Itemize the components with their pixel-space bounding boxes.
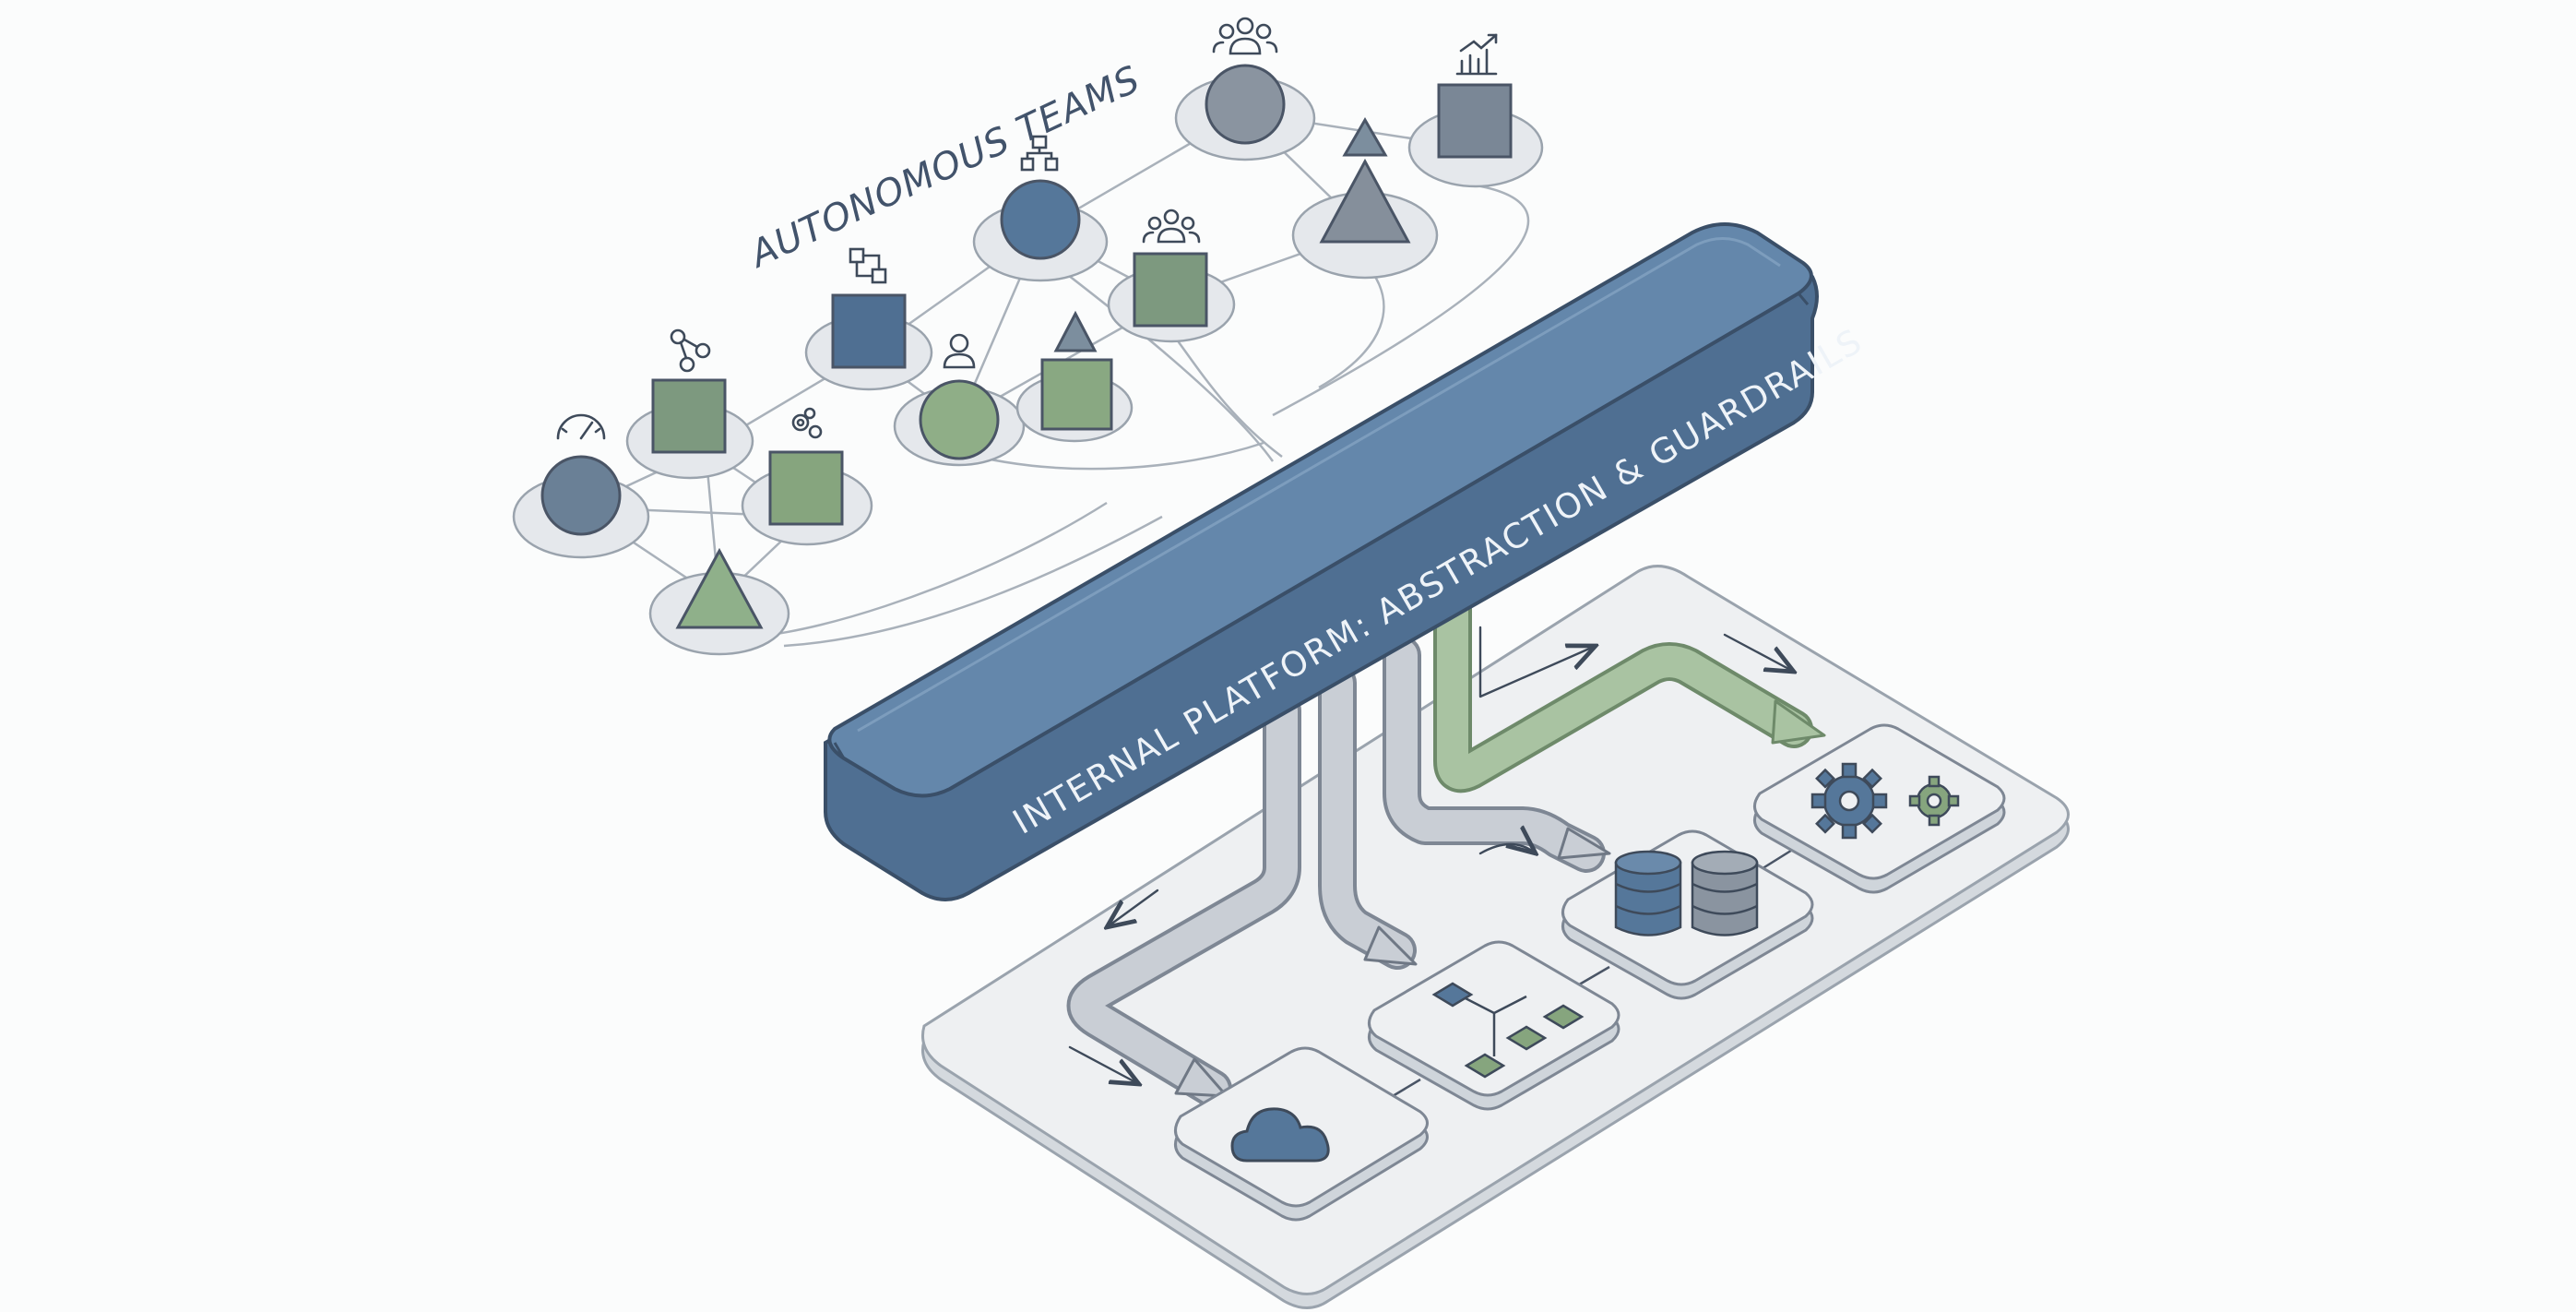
team-icon bbox=[1142, 209, 1201, 244]
speedometer-icon bbox=[556, 413, 606, 440]
flow-arrows bbox=[1066, 590, 1826, 1108]
git-branch-icon bbox=[670, 328, 711, 373]
team-node-circle bbox=[540, 455, 622, 536]
network-diagram-icon bbox=[1431, 982, 1585, 1079]
team-node-square bbox=[1133, 252, 1208, 328]
org-chart-icon bbox=[1020, 135, 1059, 172]
database-tile bbox=[1561, 829, 1814, 1000]
team-node-triangle bbox=[1053, 310, 1098, 352]
team-node-square bbox=[768, 450, 844, 526]
team-nodes bbox=[512, 64, 1544, 656]
team-node-circle bbox=[1000, 179, 1081, 260]
team-node-circle bbox=[919, 379, 1000, 460]
team-node-triangle bbox=[675, 547, 764, 629]
gear-cluster-icon bbox=[791, 407, 823, 439]
team-node-square bbox=[651, 378, 727, 454]
gears-tile bbox=[1753, 723, 2006, 894]
database-icon bbox=[1614, 850, 1759, 936]
team-node-triangle bbox=[1319, 158, 1411, 244]
team-node-square bbox=[1437, 83, 1513, 159]
team-node-square bbox=[831, 293, 907, 369]
people-icon bbox=[1212, 17, 1278, 55]
workflow-icon bbox=[849, 247, 887, 284]
user-icon bbox=[943, 333, 976, 369]
cloud-tile bbox=[1174, 1046, 1429, 1222]
team-node-triangle bbox=[1342, 117, 1388, 157]
gears-icon bbox=[1810, 762, 1960, 840]
team-node-circle bbox=[1205, 64, 1286, 145]
workflow-tile bbox=[1368, 940, 1620, 1111]
team-node-square bbox=[1040, 358, 1113, 431]
cloud-icon bbox=[1230, 1107, 1330, 1163]
bar-chart-icon bbox=[1455, 33, 1498, 76]
